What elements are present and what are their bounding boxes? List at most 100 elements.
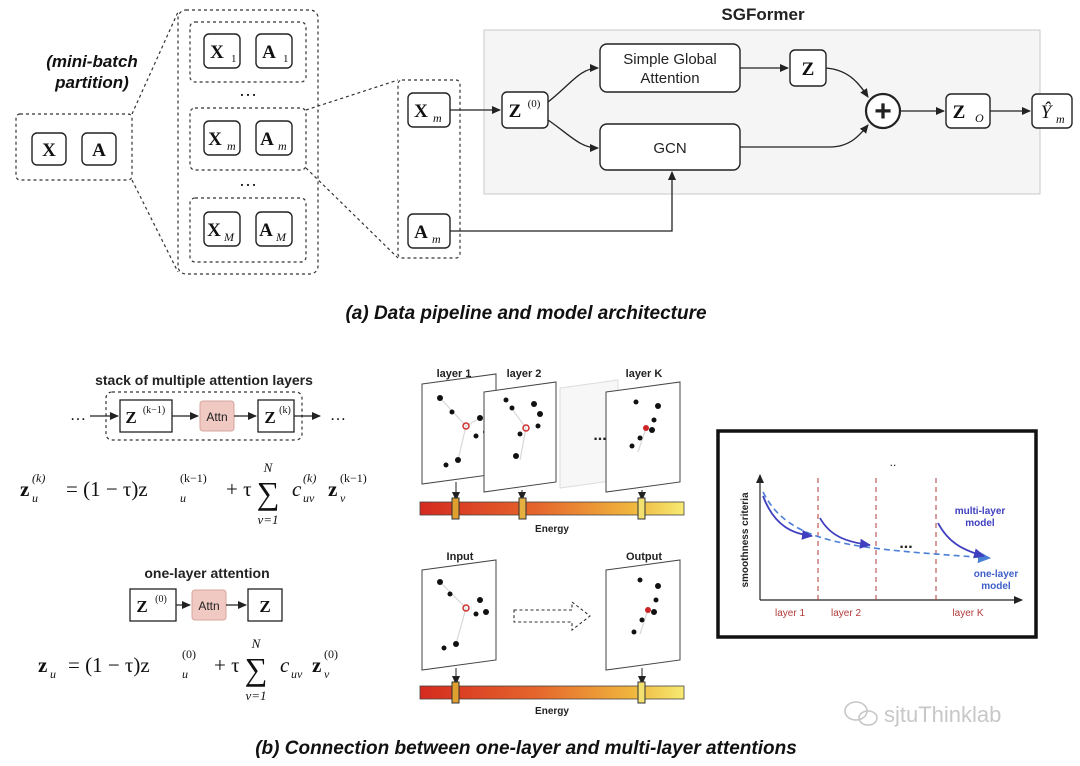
z0-sup: (0) <box>528 98 541 110</box>
z0-label: Z <box>509 101 522 122</box>
y-hat-label: Ŷ <box>1041 101 1054 123</box>
energy-bar-bottom <box>419 685 685 700</box>
batch-xm-label: X <box>208 129 222 150</box>
plot-dots: ... <box>899 535 912 552</box>
output-nodes <box>631 577 661 635</box>
multi-layer-label-line2: model <box>965 518 995 529</box>
watermark: sjtuThinklab <box>844 701 1001 727</box>
one-layer-graphs: Input Output <box>419 551 685 717</box>
input-x-box <box>31 132 67 166</box>
arrow-z0-gcn <box>547 119 599 152</box>
caption-a: (a) Data pipeline and model architecture <box>345 303 707 324</box>
energy-marker-layer1 <box>451 497 460 520</box>
multi-eq-lhs-sub: u <box>32 491 38 505</box>
batch-x1-box <box>203 33 241 69</box>
smoothness-plot: .. smoothness criteria ... multi-layer m… <box>716 429 1038 639</box>
caption-b: (b) Connection between one-layer and mul… <box>255 738 797 759</box>
one-eq-z-sup: (0) <box>324 647 338 661</box>
input-a-label: A <box>92 140 106 161</box>
batch-xM-sub: M <box>223 230 235 244</box>
multi-layer-graphs: layer 1 layer 2 layer K <box>419 368 685 535</box>
multi-eq-lhs: z <box>20 477 29 501</box>
one-layer-label-line1: one-layer <box>974 569 1019 580</box>
batch-am-label: A <box>260 129 274 150</box>
stack-title: stack of multiple attention layers <box>95 372 313 388</box>
panel-a: (mini-batch partition) X A X 1 A 1 … X m… <box>15 5 1073 324</box>
multi-layer-curve-K <box>937 522 985 559</box>
zk1-label: Z <box>125 408 136 427</box>
z-label: Z <box>802 59 815 80</box>
xm-sub: m <box>433 111 442 125</box>
energy-marker-input <box>451 681 460 704</box>
energy-bar-top <box>419 501 685 516</box>
batch-xm-sub: m <box>227 139 236 153</box>
input-graph-group <box>15 113 133 181</box>
batch-xm-box <box>203 120 241 156</box>
input-nodes <box>437 579 489 651</box>
energy-marker-output <box>637 681 646 704</box>
multi-eq-sum: ∑ <box>257 475 280 511</box>
batch-x1-label: X <box>210 42 224 63</box>
one-layer-curve <box>762 491 991 564</box>
energy-label-top: Energy <box>535 524 569 535</box>
multi-eq-plus: + τ <box>226 477 252 501</box>
zk-sup: (k) <box>279 405 291 416</box>
layerK-label: layer K <box>626 368 663 380</box>
wechat-icon <box>844 701 878 726</box>
batch-aM-box <box>255 211 293 247</box>
plot-layerK-label: layer K <box>952 608 983 619</box>
multi-eq-c: c <box>292 477 302 501</box>
attn-label-multi: Attn <box>206 410 227 424</box>
zo-sub: O <box>975 111 984 125</box>
plot-layer1-label: layer 1 <box>775 608 805 619</box>
zk1-sup: (k−1) <box>143 405 165 416</box>
multi-layer-curve-1 <box>762 495 813 540</box>
one-eq-sum-top: N <box>251 636 262 651</box>
energy-marker-layerK <box>637 497 646 520</box>
am-label: A <box>414 222 428 243</box>
multi-eq-mid-sub: u <box>180 491 186 505</box>
one-layer-title: one-layer attention <box>144 565 269 581</box>
output-plane <box>605 559 681 671</box>
stack-ellipsis-right: … <box>330 407 346 424</box>
selected-batch-group <box>397 79 461 259</box>
one-eq-mid: = (1 − τ)z <box>68 653 150 677</box>
transform-arrow <box>513 600 591 632</box>
multi-eq-mid: = (1 − τ)z <box>66 477 148 501</box>
plot-layer2-label: layer 2 <box>831 608 861 619</box>
zk1-box <box>119 399 173 433</box>
zk-box <box>257 399 295 433</box>
arrow-gcn-plus <box>740 124 869 148</box>
batch-ellipsis-bottom: … <box>239 170 257 190</box>
partition-label-line2: partition) <box>54 73 129 92</box>
batch-1-group <box>189 21 307 83</box>
zoom-line-top <box>305 79 399 111</box>
zo-label: Z <box>953 102 966 123</box>
multi-eq-lhs-sup: (k) <box>32 471 45 485</box>
watermark-text: sjtuThinklab <box>884 702 1001 727</box>
plot-frame <box>716 429 1038 639</box>
one-eq-z: z <box>312 653 321 677</box>
multi-eq-c-sup: (k) <box>303 471 316 485</box>
input-label: Input <box>447 551 474 563</box>
batch-a1-box <box>255 33 293 69</box>
multi-eq-sum-bottom: v=1 <box>257 512 278 527</box>
batch-xM-label: X <box>207 220 221 241</box>
arrow-z0-attention <box>547 64 599 103</box>
partition-label-line1: (mini-batch <box>46 52 138 71</box>
layers-ellipsis: ... <box>593 427 606 444</box>
energy-label-bottom: Energy <box>535 706 569 717</box>
xm-label: X <box>414 101 428 122</box>
output-label: Output <box>626 551 662 563</box>
multi-layer-label-line1: multi-layer <box>955 506 1006 517</box>
one-z0-label: Z <box>136 597 147 616</box>
input-plane <box>421 559 497 671</box>
partition-fan-top <box>131 11 179 115</box>
zoom-line-bottom <box>305 167 399 259</box>
one-z0-sup: (0) <box>155 594 167 605</box>
one-eq-lhs: z <box>38 653 47 677</box>
plus-symbol: + <box>874 95 892 128</box>
batch-a1-label: A <box>262 42 276 63</box>
batch-m-group <box>189 107 307 171</box>
batch-M-group <box>189 197 307 263</box>
